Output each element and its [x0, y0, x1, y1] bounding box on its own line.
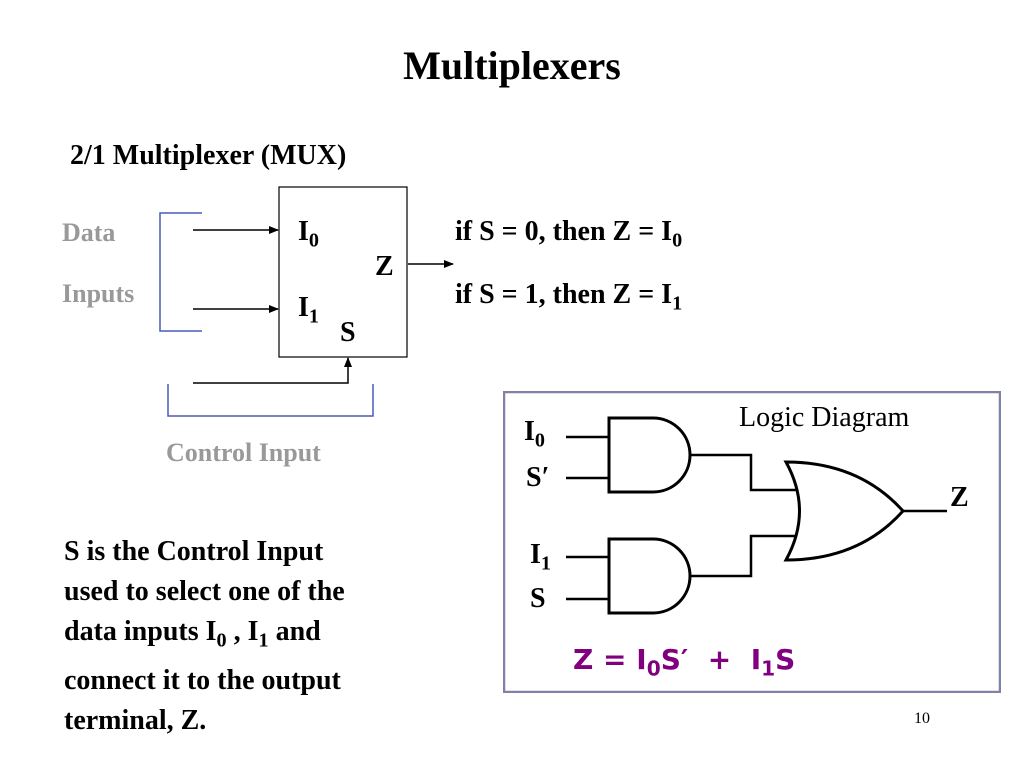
or-gate [783, 460, 906, 562]
logic-s-prime-label: S′ [526, 462, 550, 493]
mux-subtitle: 2/1 Multiplexer (MUX) [70, 140, 347, 171]
description-line-1: S is the Control Input [64, 536, 324, 567]
data-input-bracket [159, 212, 202, 332]
description-line-2: used to select one of the [64, 576, 345, 607]
mux-out-label: Z [375, 251, 394, 282]
description-line-3: data inputs I0 , I1 and [64, 616, 321, 652]
control-input-bracket [167, 384, 374, 417]
s-arrow [193, 357, 352, 384]
logic-i0-label: I0 [524, 416, 545, 452]
description-text: S is the Control Input used to select on… [64, 532, 444, 741]
wire-and-top-out [690, 453, 796, 492]
logic-diagram [503, 391, 1001, 693]
logic-s-label: S [530, 583, 546, 614]
rule-s0: if S = 0, then Z = I0 [455, 216, 683, 252]
description-line-4: connect it to the output [64, 664, 341, 696]
logic-z-label: Z [950, 482, 969, 513]
and-gate-top [607, 416, 692, 494]
logic-diagram-title: Logic Diagram [739, 402, 910, 433]
mux-box [278, 186, 408, 358]
mux-in1-label: I1 [298, 292, 319, 328]
control-input-label: Control Input [166, 438, 321, 467]
mux-in0-label: I0 [298, 216, 319, 252]
logic-i1-label: I1 [530, 539, 551, 575]
page-number: 10 [914, 710, 930, 727]
wire-and-bottom-out [690, 534, 796, 578]
inputs-label: Inputs [62, 279, 135, 308]
description-line-5: terminal, Z. [64, 704, 207, 736]
rule-s1: if S = 1, then Z = I1 [455, 279, 683, 315]
data-label: Data [62, 218, 116, 247]
and-gate-bottom [607, 537, 692, 615]
logic-equation: Z = I0S′ + I1S [573, 643, 796, 681]
mux-sel-label: S [340, 317, 356, 348]
slide-title: Multiplexers [403, 43, 621, 88]
